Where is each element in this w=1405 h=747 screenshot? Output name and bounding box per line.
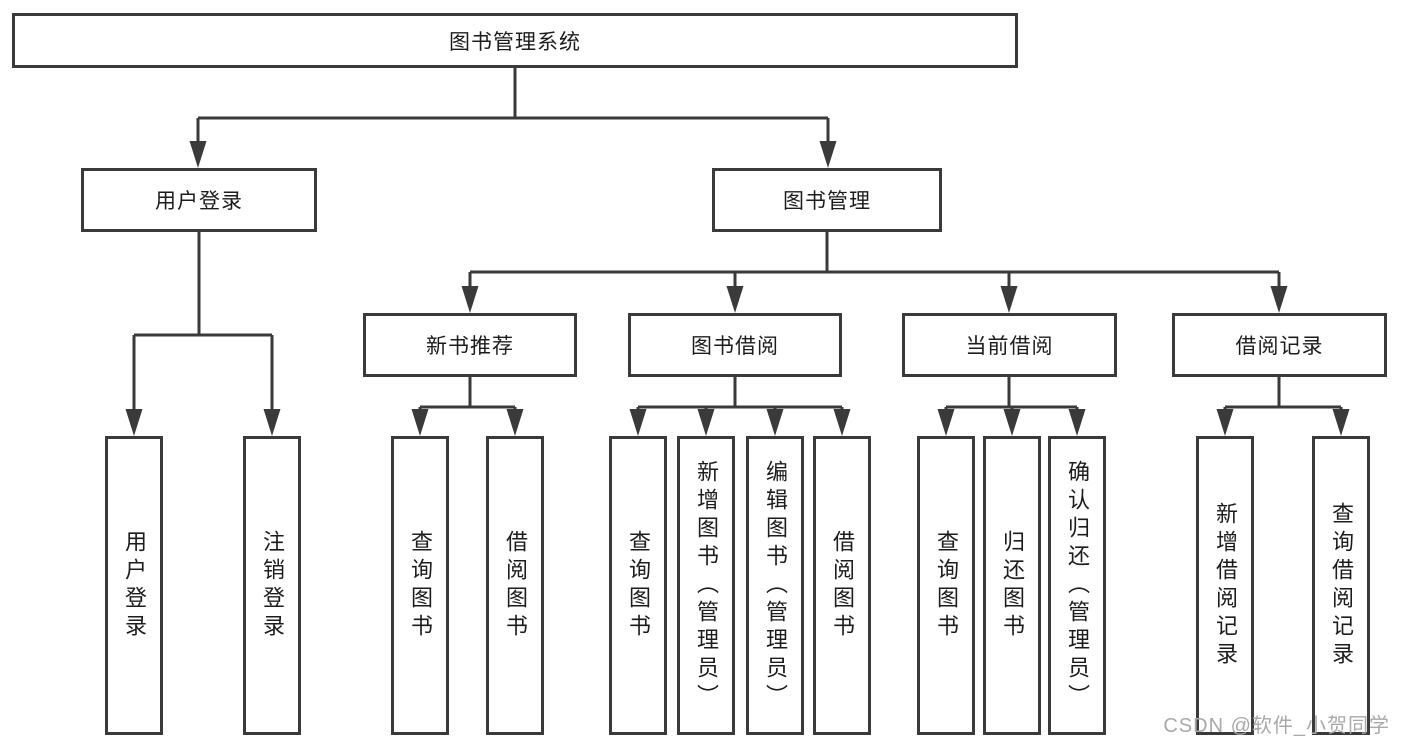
csdn-watermark: CSDN @软件_小贺同学	[1163, 715, 1390, 737]
leaf-borrow-book: 借阅图书	[813, 436, 871, 735]
leaf-borrow-add-book-admin: 新增图书（管理员）	[677, 436, 735, 735]
leaf-newbooks-query: 查询图书	[391, 436, 449, 735]
node-book-borrow: 图书借阅	[628, 313, 842, 377]
node-new-book-recommend: 新书推荐	[363, 313, 577, 377]
leaf-current-query: 查询图书	[917, 436, 975, 735]
leaf-records-add: 新增借阅记录	[1196, 436, 1254, 735]
leaf-current-return: 归还图书	[983, 436, 1041, 735]
node-borrow-records: 借阅记录	[1172, 313, 1387, 377]
arrowheads	[125, 141, 1350, 436]
leaf-borrow-edit-book-admin: 编辑图书（管理员）	[746, 436, 804, 735]
leaf-newbooks-borrow: 借阅图书	[486, 436, 544, 735]
leaf-logout: 注销登录	[243, 436, 301, 735]
node-root: 图书管理系统	[12, 13, 1018, 68]
leaf-current-confirm-return-admin: 确认归还（管理员）	[1048, 436, 1106, 735]
node-book-management: 图书管理	[712, 168, 942, 232]
leaf-records-query: 查询借阅记录	[1312, 436, 1370, 735]
node-user-login: 用户登录	[81, 168, 317, 232]
leaf-user-login: 用户登录	[105, 436, 163, 735]
leaf-borrow-query: 查询图书	[609, 436, 667, 735]
node-current-borrow: 当前借阅	[902, 313, 1117, 377]
